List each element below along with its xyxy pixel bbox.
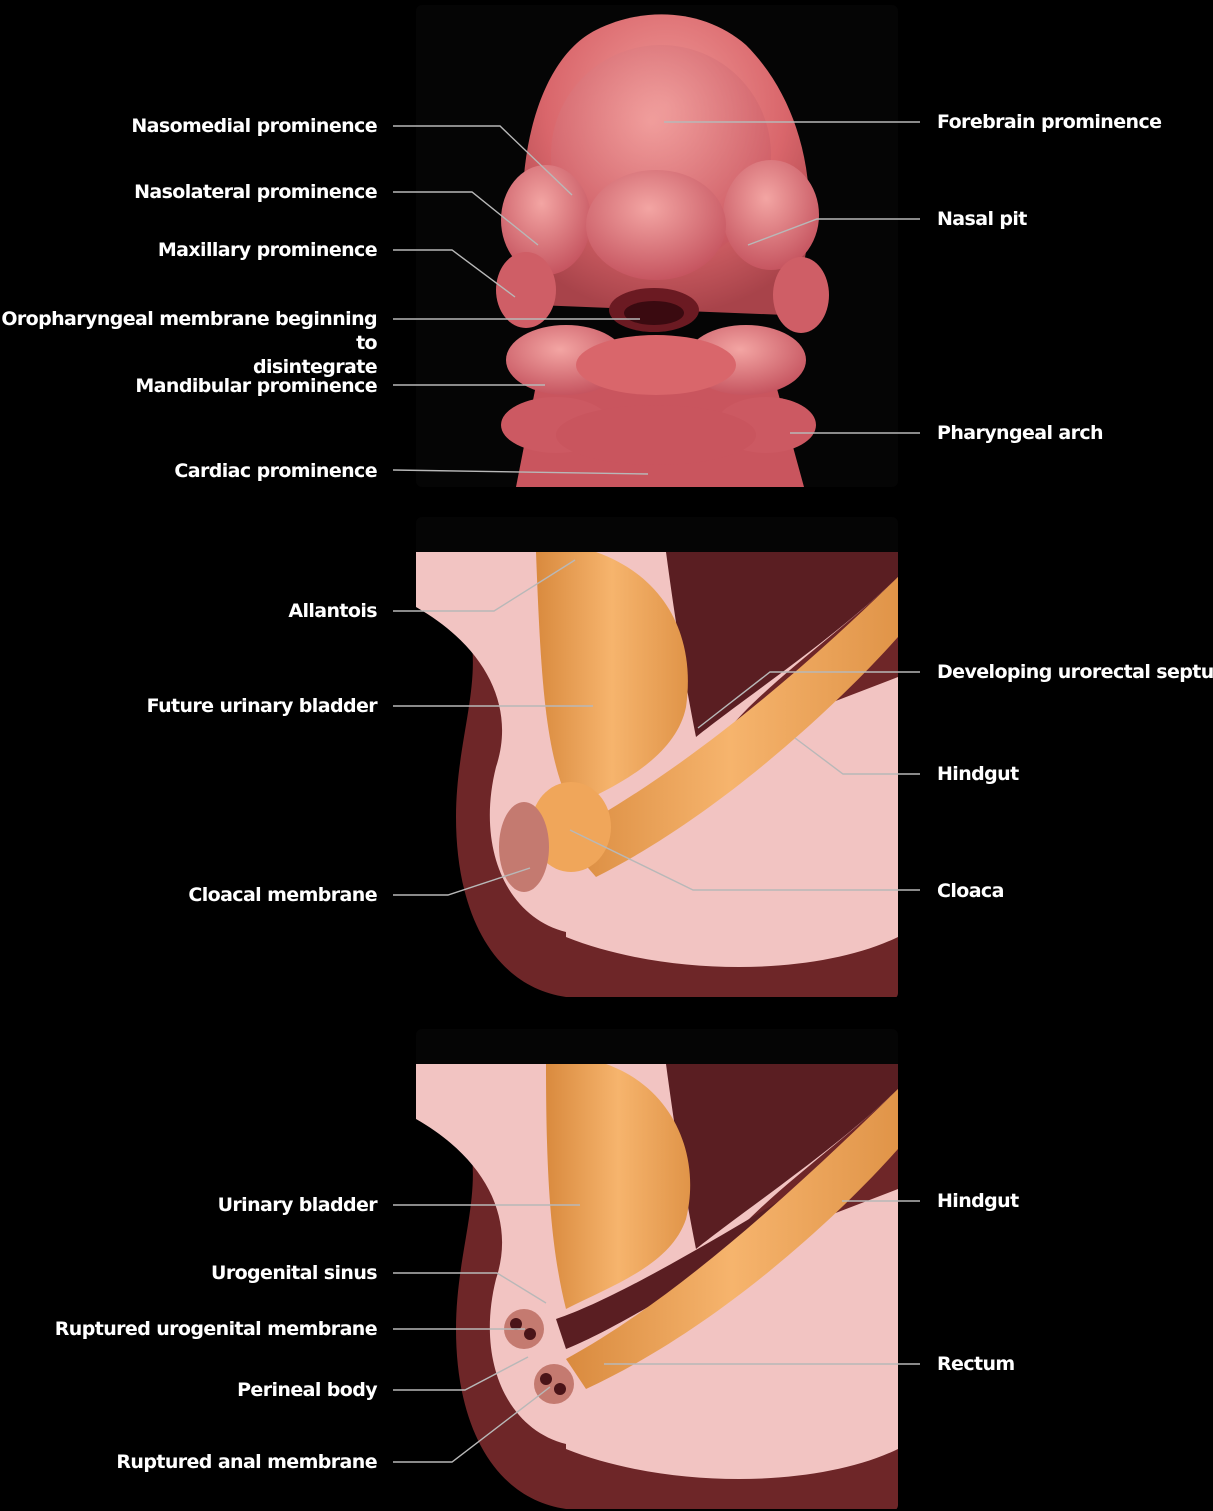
embryo-face-illustration <box>416 5 898 487</box>
label-allantois: Allantois <box>288 599 377 623</box>
label-maxillary-prominence: Maxillary prominence <box>158 238 377 262</box>
face-illustration-panel <box>416 5 898 487</box>
label-hindgut: Hindgut <box>937 762 1019 786</box>
label-cloaca: Cloaca <box>937 879 1004 903</box>
label-oropharyngeal-membrane: Oropharyngeal membrane beginning to disi… <box>0 307 377 379</box>
divided-stage-illustration <box>416 1029 898 1511</box>
divided-illustration-panel <box>416 1029 898 1511</box>
label-mandibular-prominence: Mandibular prominence <box>135 374 377 398</box>
label-cardiac-prominence: Cardiac prominence <box>174 459 377 483</box>
label-rectum: Rectum <box>937 1352 1015 1376</box>
label-developing-urorectal-septum: Developing urorectal septum <box>937 660 1213 684</box>
cloaca-illustration <box>416 517 898 999</box>
label-perineal-body: Perineal body <box>237 1378 377 1402</box>
label-future-urinary-bladder: Future urinary bladder <box>147 694 377 718</box>
label-ruptured-urogenital-membrane: Ruptured urogenital membrane <box>55 1317 377 1341</box>
label-forebrain-prominence: Forebrain prominence <box>937 110 1161 134</box>
cloaca-illustration-panel <box>416 517 898 999</box>
label-hindgut-lower: Hindgut <box>937 1189 1019 1213</box>
label-ruptured-anal-membrane: Ruptured anal membrane <box>116 1450 377 1474</box>
label-nasomedial-prominence: Nasomedial prominence <box>131 114 377 138</box>
label-nasolateral-prominence: Nasolateral prominence <box>134 180 377 204</box>
label-urogenital-sinus: Urogenital sinus <box>211 1261 377 1285</box>
label-pharyngeal-arch: Pharyngeal arch <box>937 421 1103 445</box>
label-urinary-bladder: Urinary bladder <box>218 1193 377 1217</box>
label-nasal-pit: Nasal pit <box>937 207 1027 231</box>
label-cloacal-membrane: Cloacal membrane <box>188 883 377 907</box>
